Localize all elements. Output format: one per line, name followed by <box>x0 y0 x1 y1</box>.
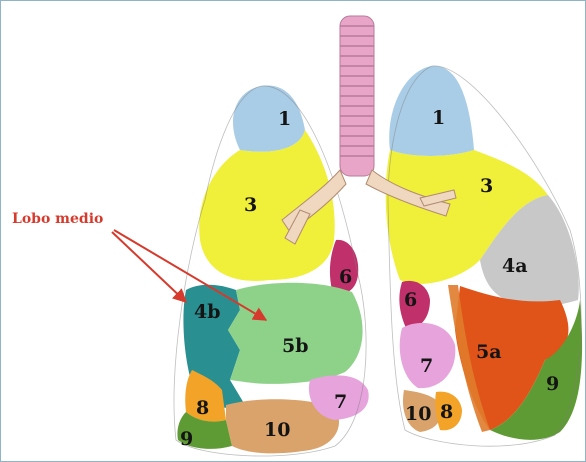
left-label-7: 7 <box>420 355 433 377</box>
right-label-9: 9 <box>180 428 193 450</box>
right-label-6: 6 <box>339 266 352 288</box>
right-label-10: 10 <box>264 419 290 441</box>
left-label-8: 8 <box>440 401 453 423</box>
left-label-4a: 4a <box>502 255 528 277</box>
callout-label-lobo-medio: Lobo medio <box>12 211 103 227</box>
right-segment-1-region <box>233 85 305 151</box>
right-label-7: 7 <box>334 391 347 413</box>
left-label-6: 6 <box>404 289 417 311</box>
right-label-8: 8 <box>196 397 209 419</box>
left-label-5a: 5a <box>476 341 502 363</box>
right-segment-5b-region <box>228 283 363 384</box>
trachea <box>340 16 374 176</box>
right-label-1: 1 <box>278 108 291 130</box>
right-label-4b: 4b <box>194 301 221 323</box>
left-label-3: 3 <box>480 175 493 197</box>
right-label-3: 3 <box>244 194 257 216</box>
right-label-5b: 5b <box>282 335 309 357</box>
left-label-10: 10 <box>405 403 431 425</box>
left-label-1: 1 <box>432 107 445 129</box>
left-label-9: 9 <box>546 373 559 395</box>
